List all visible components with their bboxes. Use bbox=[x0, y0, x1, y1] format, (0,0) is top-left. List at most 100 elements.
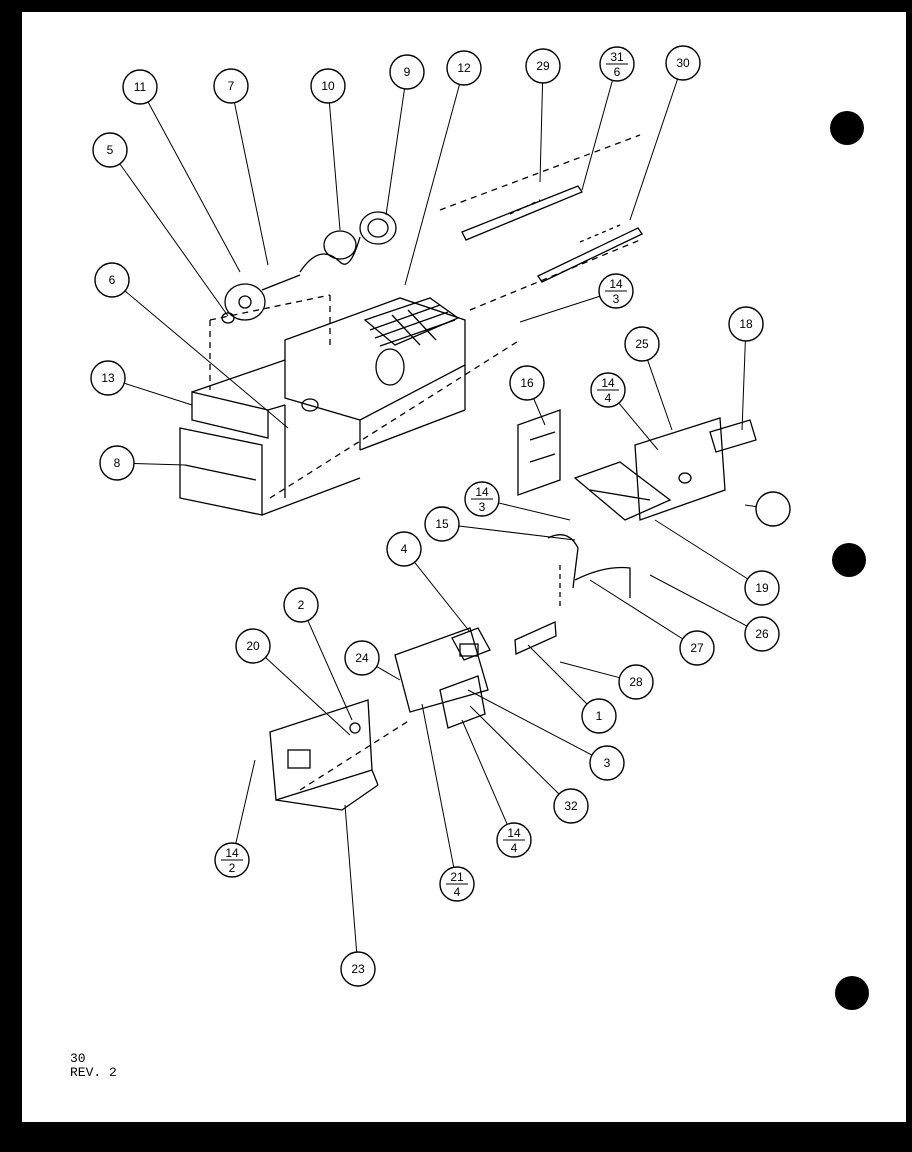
callout-balloon bbox=[755, 491, 791, 527]
callout-circle bbox=[665, 45, 701, 81]
callout-circle bbox=[386, 531, 422, 567]
callout-circle bbox=[581, 698, 617, 734]
callout-leader-line bbox=[461, 719, 508, 825]
callout-balloon: 316 bbox=[599, 46, 635, 82]
callout-leader-line bbox=[467, 689, 593, 756]
callout-number: 18 bbox=[739, 317, 753, 331]
callout-number: 32 bbox=[564, 799, 578, 813]
callout-number: 25 bbox=[635, 337, 649, 351]
callout-numerator: 31 bbox=[610, 50, 624, 64]
callout-balloon: 13 bbox=[90, 360, 126, 396]
callout-balloon: 7 bbox=[213, 68, 249, 104]
callout-balloon: 1 bbox=[581, 698, 617, 734]
switch-bracket bbox=[514, 621, 557, 655]
callout-number: 27 bbox=[690, 641, 704, 655]
callout-number: 13 bbox=[101, 371, 115, 385]
callout-balloon: 9 bbox=[389, 54, 425, 90]
wiring-harness bbox=[547, 534, 631, 610]
callout-leader-line bbox=[124, 290, 289, 429]
callout-balloon: 8 bbox=[99, 445, 135, 481]
callout-leader-line bbox=[414, 561, 471, 633]
callout-circle bbox=[679, 630, 715, 666]
callout-balloon: 16 bbox=[509, 365, 545, 401]
callout-leader-line bbox=[533, 398, 546, 426]
callout-leader-line bbox=[581, 80, 613, 191]
callout-leader-line bbox=[654, 519, 748, 580]
callout-numerator: 14 bbox=[475, 485, 489, 499]
callout-balloon: 11 bbox=[122, 69, 158, 105]
callout-circle bbox=[235, 628, 271, 664]
callout-circle bbox=[389, 54, 425, 90]
callout-circle bbox=[424, 506, 460, 542]
page-number: 30 bbox=[70, 1051, 86, 1066]
callout-circle bbox=[283, 587, 319, 623]
callout-number: 3 bbox=[604, 756, 611, 770]
callout-number: 12 bbox=[457, 61, 471, 75]
callout-leader-line bbox=[539, 82, 544, 183]
callout-leader-line bbox=[344, 804, 358, 953]
callout-balloon: 30 bbox=[665, 45, 701, 81]
callout-leader-line bbox=[458, 525, 576, 541]
ice-maker-housing bbox=[284, 297, 466, 451]
assembly-guide-lines bbox=[209, 134, 641, 791]
callout-balloon: 32 bbox=[553, 788, 589, 824]
callout-leader-line bbox=[235, 759, 256, 844]
callout-leader-line bbox=[498, 502, 571, 521]
callout-balloon: 144 bbox=[496, 822, 532, 858]
callout-leader-line bbox=[649, 574, 748, 627]
callout-balloon: 143 bbox=[464, 481, 500, 517]
callout-leader-line bbox=[527, 644, 588, 705]
callout-leader-line bbox=[744, 504, 757, 508]
callout-circle bbox=[624, 326, 660, 362]
callout-circle bbox=[310, 68, 346, 104]
callout-balloon: 20 bbox=[235, 628, 271, 664]
callout-balloon: 6 bbox=[94, 262, 130, 298]
callout-circle bbox=[618, 664, 654, 700]
callout-leader-line bbox=[124, 382, 193, 406]
callout-number: 1 bbox=[596, 709, 603, 723]
callout-numerator: 14 bbox=[225, 846, 239, 860]
callout-circle bbox=[525, 48, 561, 84]
callout-leader-line bbox=[328, 102, 341, 231]
callout-number: 9 bbox=[404, 65, 411, 79]
callout-number: 24 bbox=[355, 651, 369, 665]
callout-number: 6 bbox=[109, 273, 116, 287]
callout-leader-line bbox=[404, 84, 461, 286]
callout-circle bbox=[340, 951, 376, 987]
page-footer: 30 REV. 2 bbox=[70, 1052, 117, 1080]
callout-leader-line bbox=[559, 661, 620, 679]
callout-balloon: 15 bbox=[424, 506, 460, 542]
callout-circle bbox=[744, 616, 780, 652]
callout-balloon: 29 bbox=[525, 48, 561, 84]
callout-denominator: 4 bbox=[454, 885, 461, 899]
punch-hole-bottom bbox=[835, 976, 869, 1010]
callout-number: 23 bbox=[351, 962, 365, 976]
callout-circle bbox=[744, 570, 780, 606]
callout-circle bbox=[509, 365, 545, 401]
motor-assembly bbox=[221, 211, 397, 324]
callout-denominator: 6 bbox=[614, 65, 621, 79]
callout-denominator: 4 bbox=[605, 391, 612, 405]
callout-number: 26 bbox=[755, 627, 769, 641]
callout-leader-line bbox=[589, 579, 683, 640]
callout-number: 7 bbox=[228, 79, 235, 93]
callout-number: 5 bbox=[107, 143, 114, 157]
callout-balloon: 18 bbox=[728, 306, 764, 342]
callout-balloon: 12 bbox=[446, 50, 482, 86]
callout-leader-line bbox=[265, 657, 351, 736]
callout-leader-line bbox=[133, 463, 186, 466]
callout-leader-line bbox=[741, 340, 746, 431]
callout-circle bbox=[213, 68, 249, 104]
callout-circle bbox=[446, 50, 482, 86]
callout-number: 16 bbox=[520, 376, 534, 390]
callout-circle bbox=[344, 640, 380, 676]
callout-circle bbox=[90, 360, 126, 396]
callout-denominator: 3 bbox=[613, 292, 620, 306]
callout-number: 19 bbox=[755, 581, 769, 595]
ice-maker-mechanism bbox=[517, 409, 757, 521]
callout-numerator: 14 bbox=[601, 376, 615, 390]
callout-number: 30 bbox=[676, 56, 690, 70]
callout-leader-line bbox=[385, 88, 406, 216]
